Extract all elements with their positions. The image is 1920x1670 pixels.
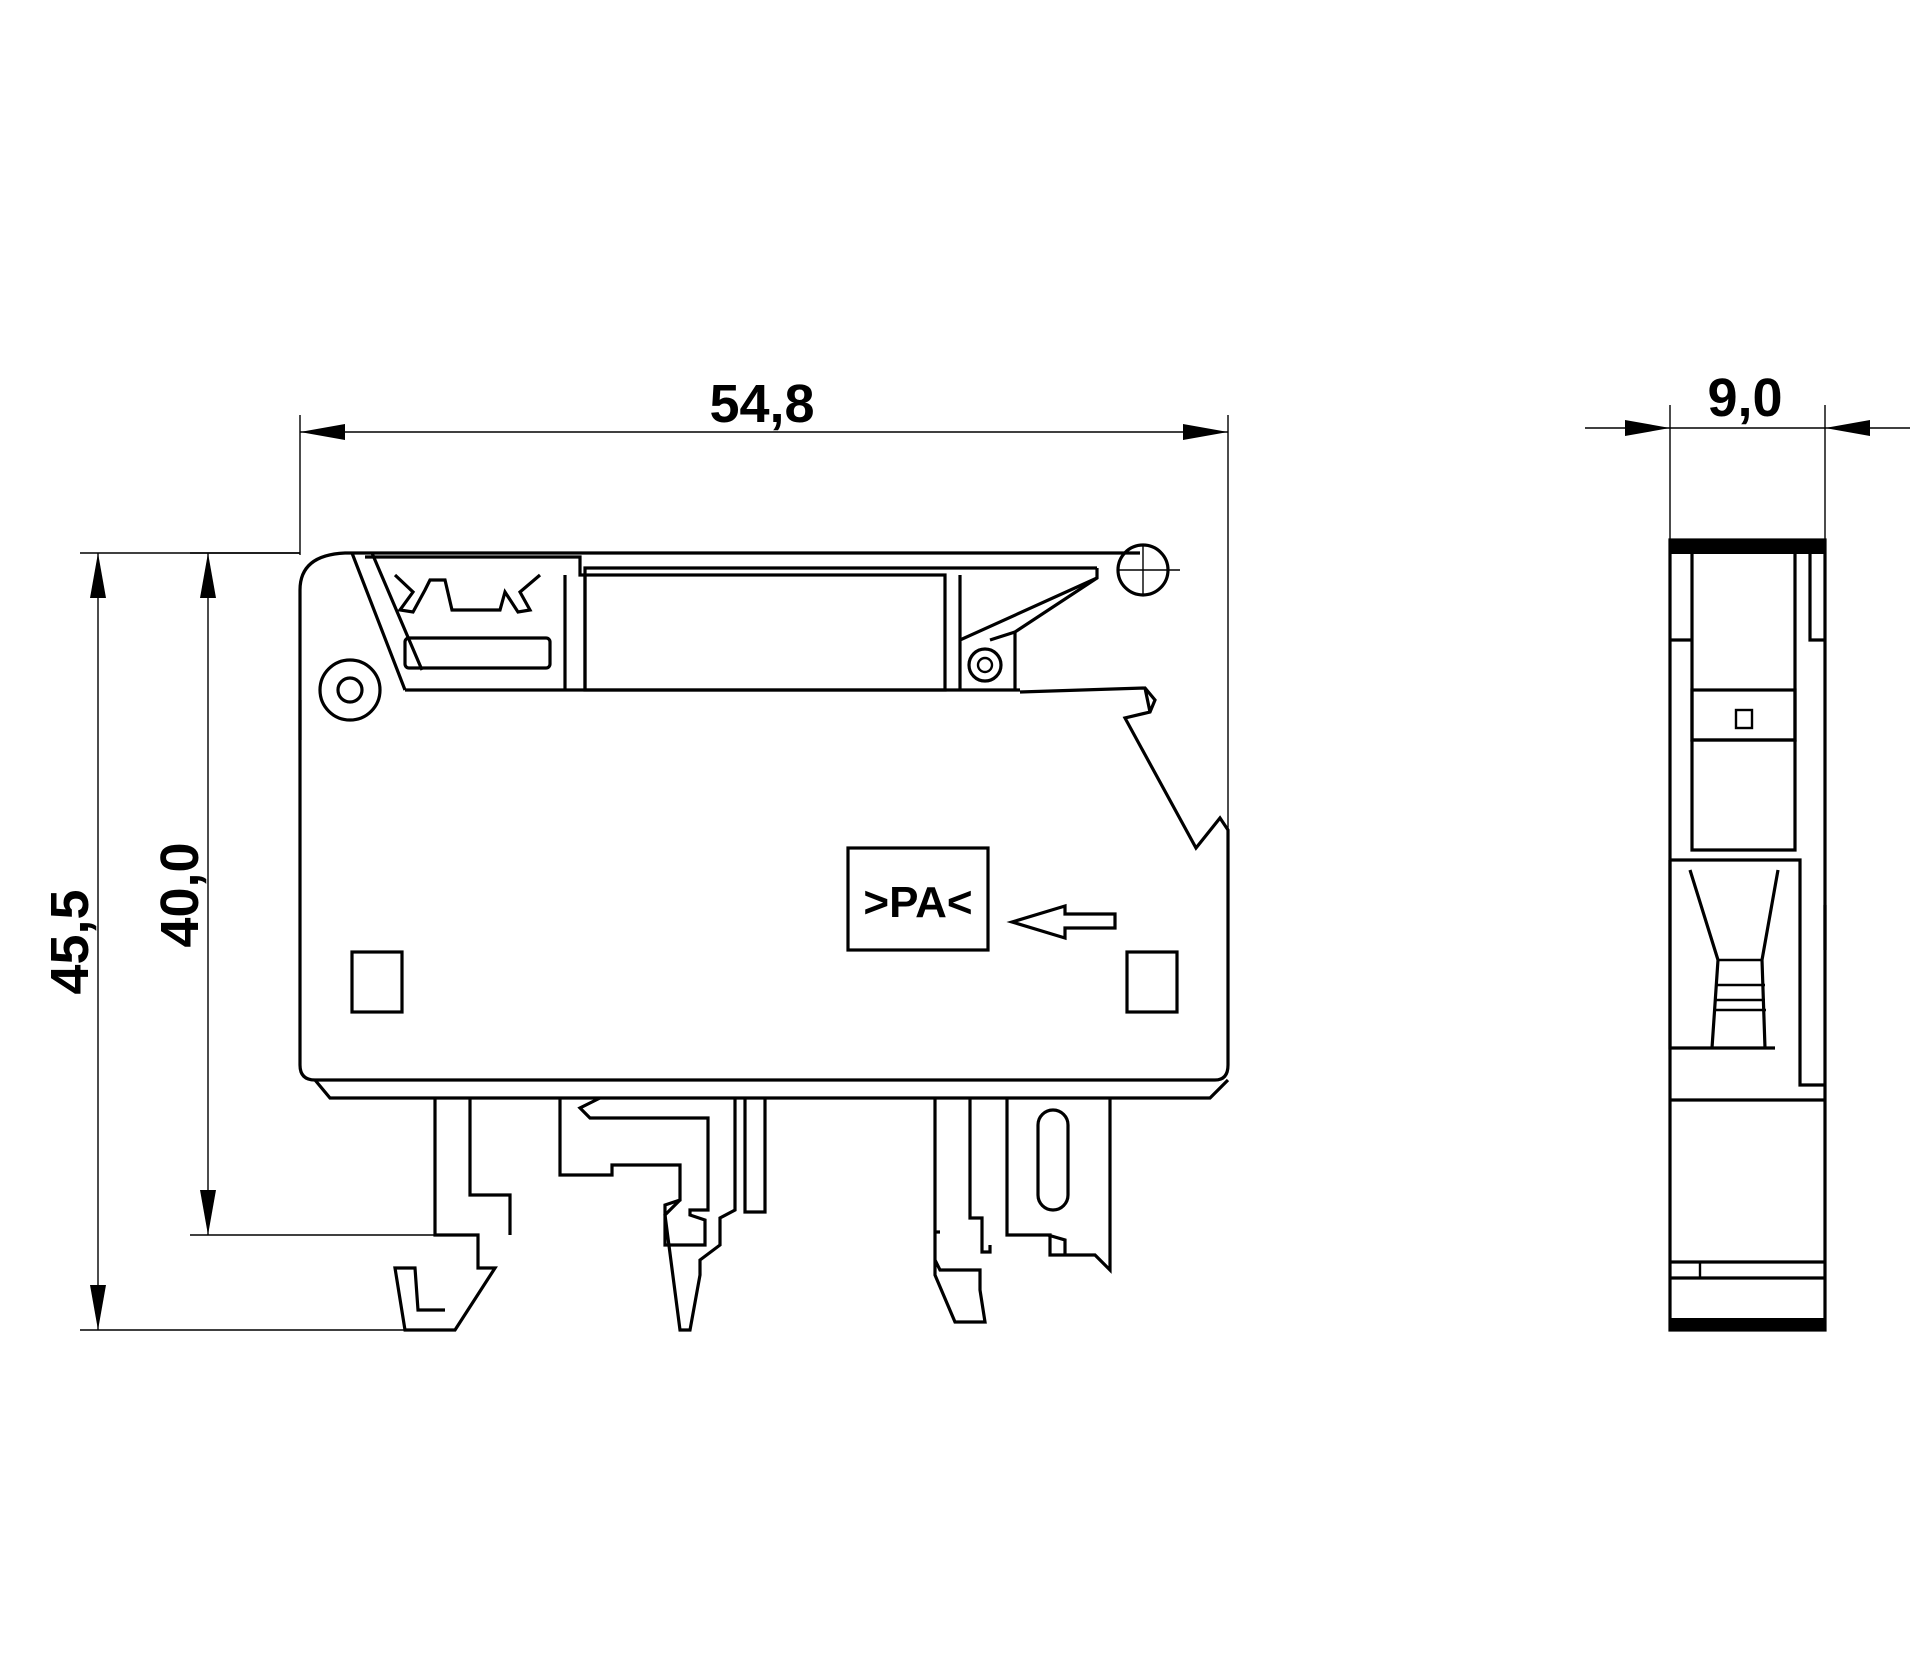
side-view	[1668, 538, 1827, 1332]
left-pivot-hole	[336, 676, 364, 704]
right-upper-notch	[1128, 551, 1152, 713]
left-latch-arm	[350, 552, 424, 691]
left-test-window	[350, 950, 404, 1014]
fuse-window	[583, 573, 947, 692]
cover-outline	[298, 551, 1128, 740]
marking-label: >PA<	[863, 878, 972, 927]
height-body-label: 40,0	[150, 842, 210, 947]
marking-arrow	[1006, 903, 1117, 941]
width-front-label: 54,8	[709, 374, 814, 434]
side-indicator	[1734, 708, 1754, 730]
base-rail	[313, 1078, 1230, 1100]
center-clip	[663, 1098, 737, 1332]
height-total-label: 45,5	[40, 889, 100, 994]
housing-outline	[298, 551, 1230, 1082]
front-view: >PA<	[298, 543, 1230, 1332]
upper-compartment	[365, 555, 1099, 690]
right-foot	[933, 1098, 992, 1324]
lever-pivot	[967, 647, 1003, 683]
top-window	[403, 636, 552, 670]
dimension-height-body: 40,0	[150, 552, 435, 1236]
side-upper-block	[1690, 688, 1797, 742]
left-pivot	[318, 658, 382, 722]
top-slot-left	[393, 573, 542, 614]
right-test-window	[1125, 950, 1179, 1014]
dimension-width-side: 9,0	[1585, 368, 1910, 540]
right-foot-slot	[1036, 1108, 1070, 1212]
lever	[958, 575, 1098, 690]
width-side-label: 9,0	[1707, 368, 1782, 428]
dimension-height-total: 45,5	[40, 552, 405, 1331]
side-clamp	[1668, 858, 1825, 1087]
lever-pivot-hole	[976, 656, 994, 674]
left-foot	[393, 1098, 512, 1332]
dimension-width-front: 54,8	[299, 374, 1229, 830]
center-slot	[558, 1096, 710, 1247]
marking-box	[846, 846, 990, 952]
